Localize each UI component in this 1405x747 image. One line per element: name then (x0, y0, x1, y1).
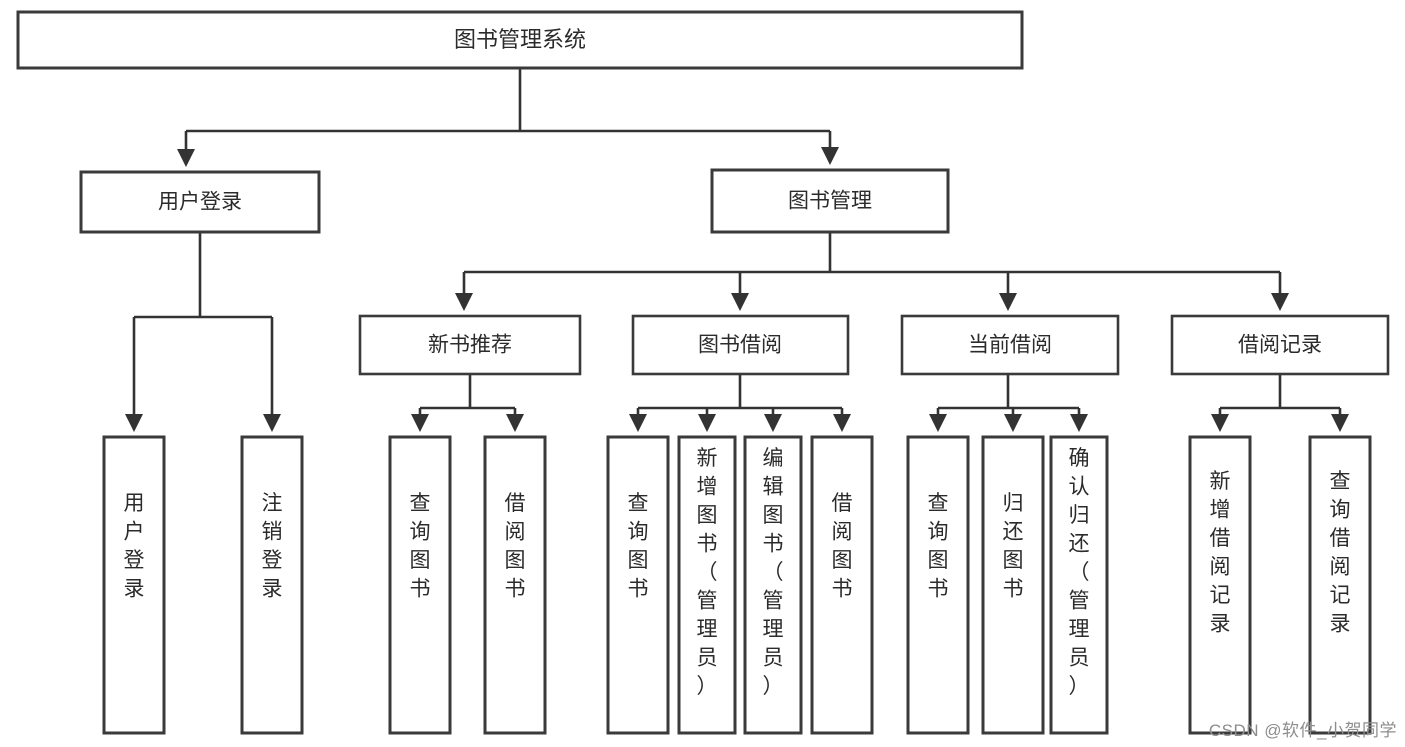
node-leaf-query-book-1-box[interactable] (388, 435, 452, 735)
node-leaf-return-book[interactable]: 归还图书 (981, 435, 1045, 735)
node-leaf-query-book-2-box[interactable] (606, 435, 670, 735)
node-leaf-edit-book-box[interactable] (743, 435, 803, 735)
node-leaf-query-book-3-box[interactable] (906, 435, 970, 735)
node-leaf-logout-label: 注销登录 (262, 492, 283, 601)
connector-layer (124, 68, 1350, 433)
node-book-manage[interactable]: 图书管理 (710, 168, 950, 234)
node-root-label: 图书管理系统 (454, 27, 586, 52)
node-user-login-box[interactable] (79, 170, 321, 234)
node-leaf-query-book-2[interactable]: 查询图书 (606, 435, 670, 735)
node-leaf-borrow-book-2[interactable]: 借阅图书 (810, 435, 874, 735)
node-user-login-label: 用户登录 (158, 191, 242, 214)
node-book-borrow[interactable]: 图书借阅 (631, 314, 850, 376)
node-book-borrow-label: 图书借阅 (698, 334, 782, 357)
node-new-book-rec[interactable]: 新书推荐 (358, 314, 582, 376)
node-leaf-query-record-box[interactable] (1308, 435, 1372, 735)
node-book-manage-box[interactable] (710, 168, 950, 234)
node-leaf-query-book-1[interactable]: 查询图书 (388, 435, 452, 735)
node-leaf-confirm-return[interactable]: 确认归还（管理员） (1049, 435, 1109, 735)
node-leaf-add-book-label: 新增图书（管理员） (697, 447, 718, 698)
node-current-borrow-box[interactable] (900, 314, 1120, 376)
node-book-manage-label: 图书管理 (788, 190, 872, 213)
node-user-login[interactable]: 用户登录 (79, 170, 321, 234)
node-leaf-user-login[interactable]: 用户登录 (102, 435, 166, 735)
node-leaf-edit-book[interactable]: 编辑图书（管理员） (743, 435, 803, 735)
node-leaf-borrow-book-2-box[interactable] (810, 435, 874, 735)
node-borrow-record-box[interactable] (1170, 314, 1390, 376)
node-leaf-query-book-3[interactable]: 查询图书 (906, 435, 970, 735)
node-book-borrow-box[interactable] (631, 314, 850, 376)
node-leaf-return-book-label: 归还图书 (1003, 492, 1024, 601)
node-root-box[interactable] (16, 10, 1024, 70)
node-leaf-add-record[interactable]: 新增借阅记录 (1188, 435, 1252, 735)
node-leaf-borrow-book-1-box[interactable] (483, 435, 547, 735)
node-root[interactable]: 图书管理系统 (16, 10, 1024, 70)
node-new-book-rec-label: 新书推荐 (428, 334, 512, 357)
node-borrow-record-label: 借阅记录 (1238, 334, 1322, 357)
node-leaf-user-login-label: 用户登录 (124, 492, 145, 601)
node-leaf-borrow-book-1-label: 借阅图书 (505, 492, 526, 601)
node-leaf-logout-box[interactable] (240, 435, 304, 735)
watermark-text: CSDN @软件_小贺同学 (1208, 721, 1397, 740)
node-leaf-return-book-box[interactable] (981, 435, 1045, 735)
node-leaf-logout[interactable]: 注销登录 (240, 435, 304, 735)
node-new-book-rec-box[interactable] (358, 314, 582, 376)
node-leaf-query-record[interactable]: 查询借阅记录 (1308, 435, 1372, 735)
node-leaf-user-login-box[interactable] (102, 435, 166, 735)
node-current-borrow[interactable]: 当前借阅 (900, 314, 1120, 376)
node-leaf-query-book-2-label: 查询图书 (628, 492, 649, 601)
node-leaf-add-record-label: 新增借阅记录 (1210, 470, 1231, 636)
node-leaf-edit-book-label: 编辑图书（管理员） (763, 447, 784, 698)
node-leaf-query-book-3-label: 查询图书 (928, 492, 949, 601)
node-leaf-query-record-label: 查询借阅记录 (1330, 470, 1351, 636)
node-leaf-add-book-box[interactable] (677, 435, 737, 735)
node-current-borrow-label: 当前借阅 (968, 334, 1052, 357)
node-leaf-confirm-return-box[interactable] (1049, 435, 1109, 735)
node-borrow-record[interactable]: 借阅记录 (1170, 314, 1390, 376)
node-leaf-borrow-book-1[interactable]: 借阅图书 (483, 435, 547, 735)
node-leaf-confirm-return-label: 确认归还（管理员） (1069, 447, 1090, 698)
node-leaf-add-record-box[interactable] (1188, 435, 1252, 735)
node-leaf-add-book[interactable]: 新增图书（管理员） (677, 435, 737, 735)
node-leaf-borrow-book-2-label: 借阅图书 (832, 492, 853, 601)
node-leaf-query-book-1-label: 查询图书 (410, 492, 431, 601)
